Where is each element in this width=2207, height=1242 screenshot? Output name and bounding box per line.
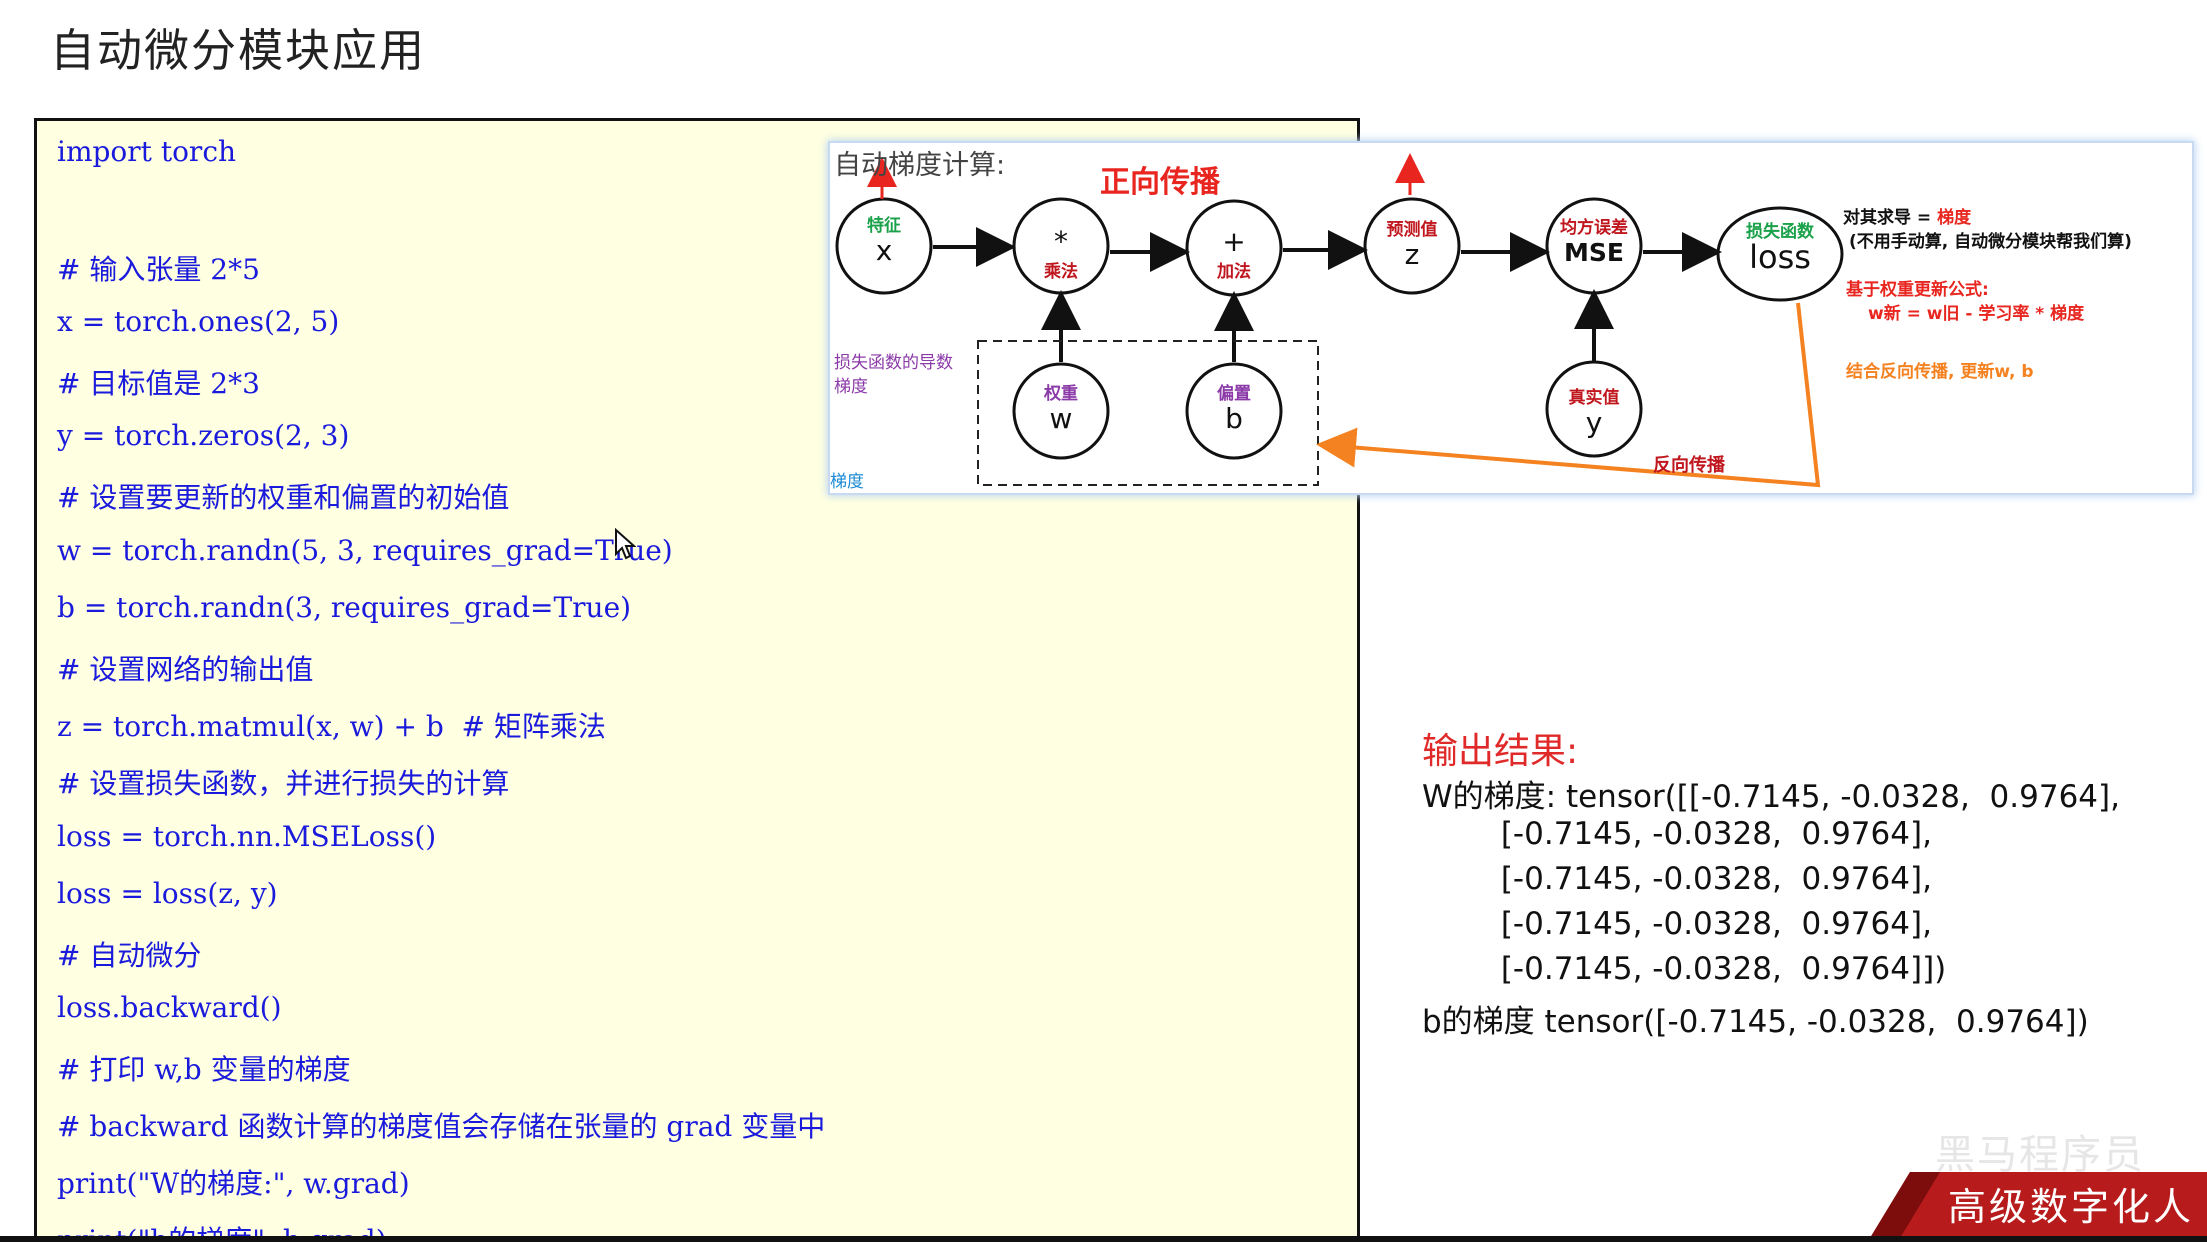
code-line: print("W的梯度:", w.grad) xyxy=(57,1167,410,1200)
code-line: # 设置要更新的权重和偏置的初始值 xyxy=(57,481,510,514)
brand-banner-text: 高级数字化人 xyxy=(1948,1185,2195,1229)
code-line: # 输入张量 2*5 xyxy=(57,253,260,286)
code-line: # 自动微分 xyxy=(57,939,202,972)
code-line: # backward 函数计算的梯度值会存储在张量的 grad 变量中 xyxy=(57,1110,826,1143)
code-line: # 设置损失函数，并进行损失的计算 xyxy=(57,767,510,800)
node-loss-caption: 损失函数 xyxy=(1746,222,1814,242)
node-mse: 均方误差 MSE xyxy=(1549,213,1639,268)
node-b-symbol: b xyxy=(1225,402,1243,435)
diagram-graphics xyxy=(835,153,1844,488)
node-mse-caption: 均方误差 xyxy=(1560,218,1628,238)
node-add-symbol: + xyxy=(1222,225,1246,258)
node-w-symbol: w xyxy=(1049,402,1073,435)
side-note-derivative: 损失函数的导数 xyxy=(834,353,953,373)
output-line: W的梯度: tensor([[-0.7145, -0.0328, 0.9764]… xyxy=(1422,779,2120,815)
node-add-caption: 加法 xyxy=(1217,262,1251,282)
forward-label: 正向传播 xyxy=(1100,165,1220,200)
output-line: [-0.7145, -0.0328, 0.9764], xyxy=(1422,906,1932,942)
note-update-title: 基于权重更新公式: xyxy=(1846,280,1989,300)
code-line: # 设置网络的输出值 xyxy=(57,653,314,686)
node-y-caption: 真实值 xyxy=(1568,388,1620,408)
output-title: 输出结果: xyxy=(1422,731,1579,772)
code-line: y = torch.zeros(2, 3) xyxy=(57,419,350,452)
node-w: 权重 w xyxy=(1016,379,1106,434)
note-derive-prefix: 对其求导 = xyxy=(1843,208,1938,228)
output-line: [-0.7145, -0.0328, 0.9764], xyxy=(1422,861,1932,897)
node-mul-symbol: * xyxy=(1054,225,1068,258)
output-line: b的梯度 tensor([-0.7145, -0.0328, 0.9764]) xyxy=(1422,1004,2089,1040)
note-derive-paren: (不用手动算, 自动微分模块帮我们算) xyxy=(1849,232,2132,252)
node-z-symbol: z xyxy=(1404,238,1420,271)
note-combine: 结合反向传播, 更新w, b xyxy=(1846,362,2034,382)
node-b-circle xyxy=(1185,362,1283,460)
node-x-caption: 特征 xyxy=(867,216,901,236)
code-line: import torch xyxy=(57,135,237,168)
code-line: loss = torch.nn.MSELoss() xyxy=(57,820,437,853)
node-x-circle xyxy=(835,197,933,295)
code-line: loss.backward() xyxy=(57,991,282,1024)
code-line: # 打印 w,b 变量的梯度 xyxy=(57,1053,351,1086)
backward-label: 反向传播 xyxy=(1653,455,1725,476)
note-update-formula: w新 = w旧 - 学习率 * 梯度 xyxy=(1868,304,2085,324)
side-note-gradient-2: 梯度 xyxy=(830,472,864,492)
node-z-caption: 预测值 xyxy=(1386,220,1438,240)
node-z: 预测值 z xyxy=(1367,215,1457,270)
mouse-cursor-icon xyxy=(615,528,636,560)
code-line: x = torch.ones(2, 5) xyxy=(57,305,340,338)
node-add: + 加法 xyxy=(1189,225,1279,283)
code-line: loss = loss(z, y) xyxy=(57,877,278,910)
bottom-bar xyxy=(0,1236,2207,1242)
note-derive-highlight: 梯度 xyxy=(1937,208,1972,228)
node-x-symbol: x xyxy=(875,234,893,267)
code-line: z = torch.matmul(x, w) + b # 矩阵乘法 xyxy=(57,710,606,743)
node-mul-caption: 乘法 xyxy=(1044,262,1078,282)
diagram-heading: 自动梯度计算: xyxy=(834,150,1006,181)
node-loss-symbol: loss xyxy=(1749,238,1811,276)
code-line: w = torch.randn(5, 3, requires_grad=True… xyxy=(57,534,673,567)
autograd-diagram: 自动梯度计算: 正向传播 损失函数的导数 梯度 梯度 特征 x * 乘法 + 加… xyxy=(830,143,2192,493)
node-y-symbol: y xyxy=(1585,406,1603,439)
node-w-circle xyxy=(1012,362,1110,460)
code-line: print("b的梯度", b.grad) xyxy=(57,1224,387,1242)
node-x: 特征 x xyxy=(839,211,929,266)
node-w-caption: 权重 xyxy=(1044,384,1078,404)
slide-title: 自动微分模块应用 xyxy=(50,24,427,77)
code-line: b = torch.randn(3, requires_grad=True) xyxy=(57,591,632,624)
brand-banner xyxy=(1870,1172,2207,1238)
code-line: # 目标值是 2*3 xyxy=(57,367,260,400)
node-loss: 损失函数 loss xyxy=(1735,217,1825,276)
node-mul: * 乘法 xyxy=(1016,225,1106,283)
side-note-gradient: 梯度 xyxy=(834,377,868,397)
node-y-circle xyxy=(1545,360,1643,458)
watermark-logo: 黑马程序员 xyxy=(1935,1132,2145,1178)
node-y: 真实值 y xyxy=(1549,383,1639,438)
output-line: [-0.7145, -0.0328, 0.9764]]) xyxy=(1422,951,1947,987)
node-b: 偏置 b xyxy=(1189,379,1279,434)
node-mse-symbol: MSE xyxy=(1564,238,1624,267)
node-b-caption: 偏置 xyxy=(1217,384,1251,404)
output-line: [-0.7145, -0.0328, 0.9764], xyxy=(1422,816,1932,852)
note-derive: 对其求导 = 梯度 xyxy=(1843,203,1971,228)
